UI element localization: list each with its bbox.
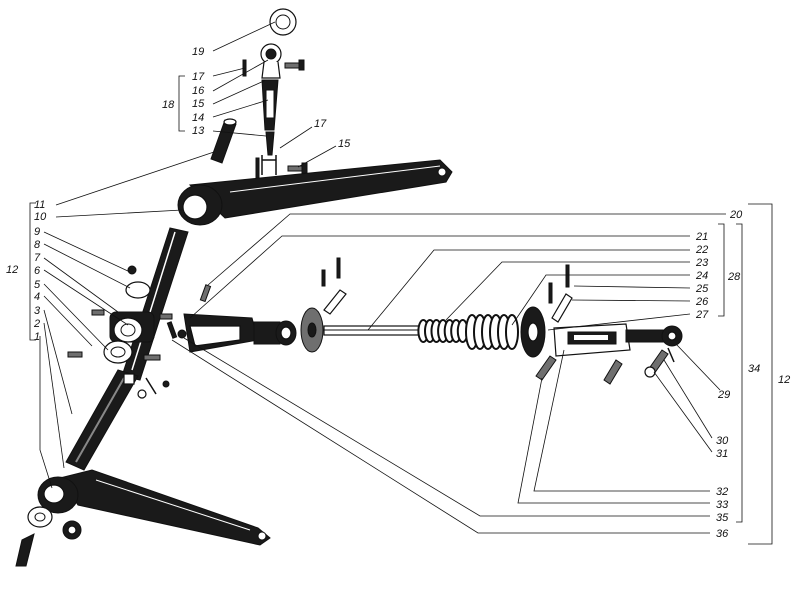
callout-20: 20 [729, 209, 743, 221]
callout-32: 32 [716, 486, 728, 498]
callout-36: 36 [716, 528, 729, 540]
callout-25: 25 [695, 283, 709, 295]
callout-13: 13 [192, 125, 205, 137]
part-upper-lift-arm [177, 159, 453, 226]
callout-labels: 19 17 16 15 14 13 18 17 15 11 10 9 8 7 6… [6, 46, 790, 540]
part-washer-26 [520, 306, 546, 358]
callout-23: 23 [695, 257, 709, 269]
part-spring-24 [465, 314, 519, 350]
callout-30: 30 [716, 435, 729, 447]
part-fork-13 [261, 131, 277, 175]
callout-7: 7 [34, 252, 41, 264]
callout-17-top: 17 [192, 71, 205, 83]
callout-15-mid: 15 [338, 138, 351, 150]
part-washer-21 [300, 307, 324, 353]
callout-8: 8 [34, 239, 41, 251]
callout-35: 35 [716, 512, 729, 524]
part-housing-27 [553, 323, 683, 357]
part-collar-5 [103, 340, 133, 364]
part-yoke-20 [183, 313, 297, 353]
part-lower-pin [15, 533, 35, 567]
part-bolts-lower-right [535, 347, 675, 385]
part-spring-23 [417, 319, 469, 343]
part-pin-17-low [255, 157, 260, 179]
callout-3: 3 [34, 305, 41, 317]
part-pin-sleeve [210, 118, 237, 164]
callout-1: 1 [34, 331, 40, 343]
callout-14: 14 [192, 112, 204, 124]
callout-17-mid: 17 [314, 118, 327, 130]
part-top-eye-16 [260, 43, 282, 79]
callout-18: 18 [162, 99, 175, 111]
callout-27: 27 [695, 309, 709, 321]
part-bolt-15-top [284, 59, 305, 71]
callout-31: 31 [716, 448, 728, 460]
part-hub-block [109, 311, 155, 343]
callout-29: 29 [717, 389, 730, 401]
callout-5: 5 [34, 279, 41, 291]
callout-12-right: 12 [778, 374, 790, 386]
callout-19: 19 [192, 46, 204, 58]
callout-28: 28 [727, 271, 741, 283]
callout-6: 6 [34, 265, 41, 277]
part-bushing-8 [125, 281, 151, 299]
part-pins-25 [548, 264, 573, 323]
callout-24: 24 [695, 270, 708, 282]
part-lower-lift-arm [37, 469, 271, 546]
part-rod-22 [323, 325, 423, 336]
callout-2: 2 [33, 318, 40, 330]
part-pins-upper-mid [321, 257, 347, 315]
part-turnbuckle-14 [261, 79, 279, 131]
part-washer-19 [269, 8, 297, 36]
callout-22: 22 [695, 244, 708, 256]
callout-26: 26 [695, 296, 709, 308]
callout-16: 16 [192, 85, 205, 97]
callout-21: 21 [695, 231, 708, 243]
part-lower-eye-washer [27, 506, 53, 528]
part-small-fasteners [67, 265, 173, 399]
callout-12-left: 12 [6, 264, 18, 276]
spring-coil [505, 314, 519, 350]
callout-4: 4 [34, 291, 40, 303]
callout-15-top: 15 [192, 98, 205, 110]
callout-9: 9 [34, 226, 40, 238]
callout-11: 11 [34, 199, 45, 211]
part-pins-near-yoke [166, 284, 212, 339]
callout-10: 10 [34, 211, 47, 223]
part-bolt-15-low [287, 162, 308, 174]
callout-34: 34 [748, 363, 760, 375]
callout-33: 33 [716, 499, 729, 511]
leader-lines [29, 21, 773, 545]
